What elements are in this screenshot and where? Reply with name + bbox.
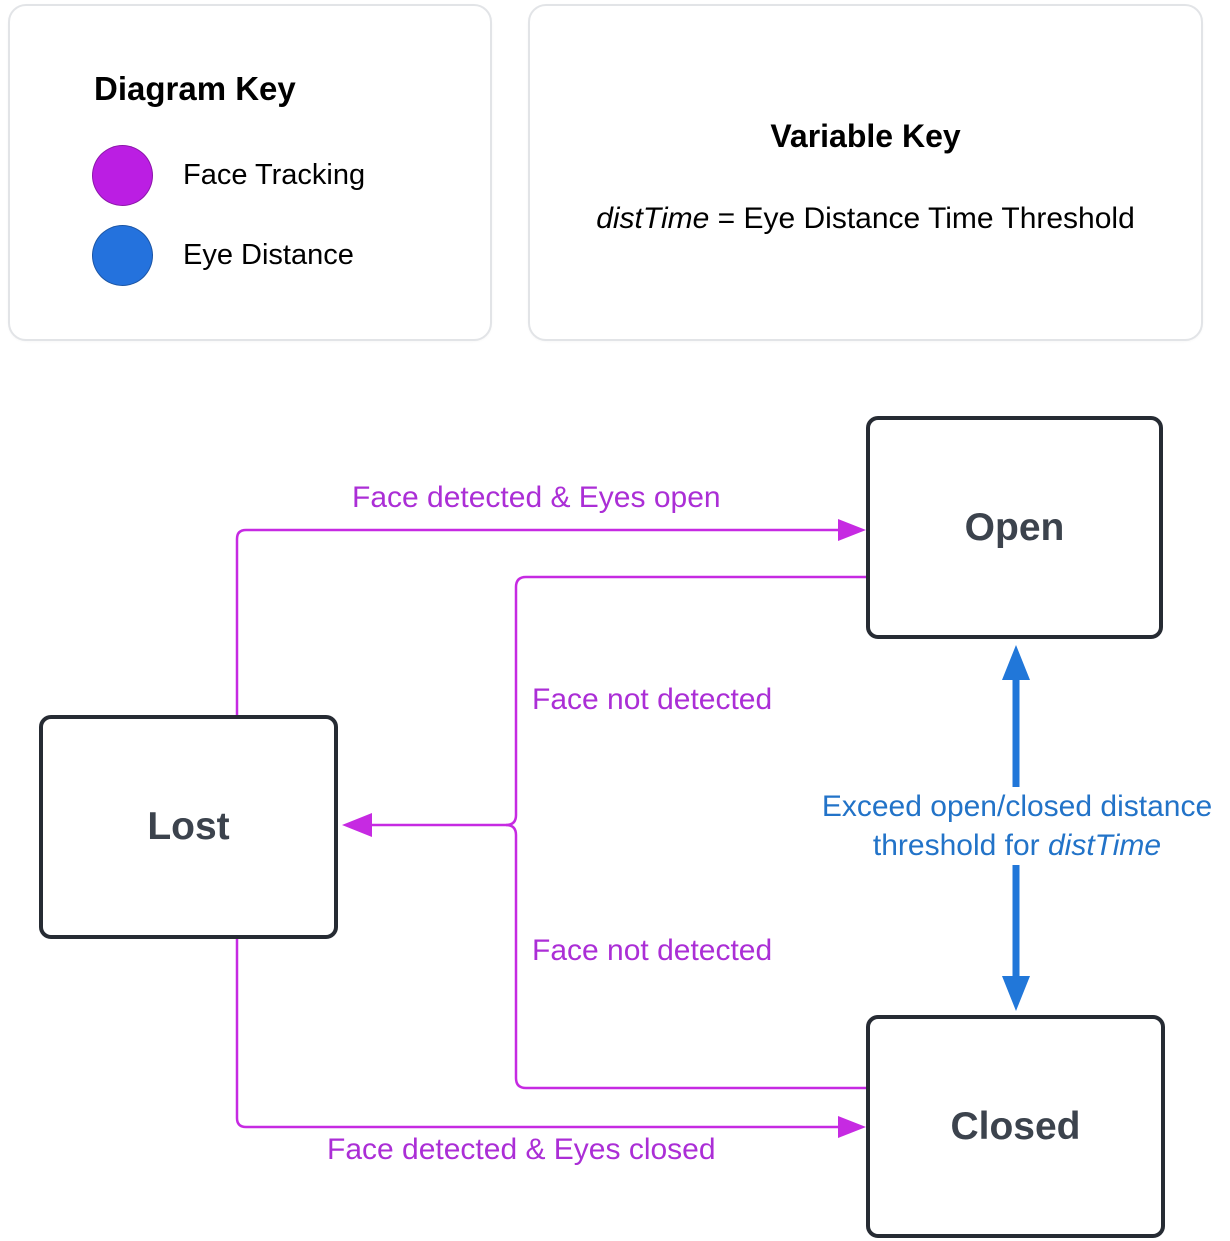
- edge-label-face-not-detected-upper: Face not detected: [532, 683, 773, 716]
- face-tracking-swatch-icon: [92, 145, 153, 206]
- legend-item-face-tracking: Face Tracking: [92, 145, 365, 206]
- state-node-closed: Closed: [866, 1015, 1165, 1238]
- edge-label-line2-term: distTime: [1048, 829, 1162, 862]
- edge-label-exceed-distance-threshold: Exceed open/closed distance threshold fo…: [797, 787, 1230, 865]
- diagram-key-panel: Diagram Key Face Tracking Eye Distance: [8, 4, 492, 341]
- arrowhead-down-into-closed-icon: [1002, 976, 1030, 1011]
- edge-lost-to-closed: [235, 939, 840, 1129]
- arrowhead-into-lost-icon: [342, 813, 372, 837]
- legend-label-eye-distance: Eye Distance: [183, 239, 354, 271]
- arrowhead-up-into-open-icon: [1002, 645, 1030, 680]
- edge-label-face-not-detected-lower: Face not detected: [532, 934, 773, 967]
- edge-label-line2: threshold for distTime: [797, 826, 1230, 865]
- variable-definition-text: = Eye Distance Time Threshold: [709, 202, 1135, 235]
- edge-label-line1: Exceed open/closed distance: [821, 790, 1213, 823]
- edge-label-face-detected-eyes-closed: Face detected & Eyes closed: [327, 1133, 716, 1166]
- arrowhead-into-open-icon: [838, 519, 866, 541]
- state-label-open: Open: [964, 505, 1065, 549]
- edge-closed-to-lost: [505, 823, 866, 1090]
- eye-distance-swatch-icon: [92, 225, 153, 286]
- state-node-open: Open: [866, 416, 1163, 639]
- legend-item-eye-distance: Eye Distance: [92, 225, 354, 286]
- variable-key-title: Variable Key: [770, 118, 961, 154]
- variable-definition: distTime = Eye Distance Time Threshold: [530, 202, 1201, 236]
- variable-key-panel: Variable Key distTime = Eye Distance Tim…: [528, 4, 1203, 341]
- state-node-lost: Lost: [39, 715, 338, 939]
- edge-lost-to-open: [235, 528, 840, 715]
- diagram-key-title: Diagram Key: [94, 70, 296, 107]
- variable-term: distTime: [596, 202, 710, 235]
- arrowhead-into-closed-icon: [838, 1116, 866, 1138]
- legend-label-face-tracking: Face Tracking: [183, 159, 366, 191]
- state-label-lost: Lost: [147, 805, 230, 848]
- state-label-closed: Closed: [950, 1104, 1081, 1148]
- edge-label-line2-prefix: threshold for: [872, 829, 1048, 862]
- edge-label-face-detected-eyes-open: Face detected & Eyes open: [352, 481, 721, 514]
